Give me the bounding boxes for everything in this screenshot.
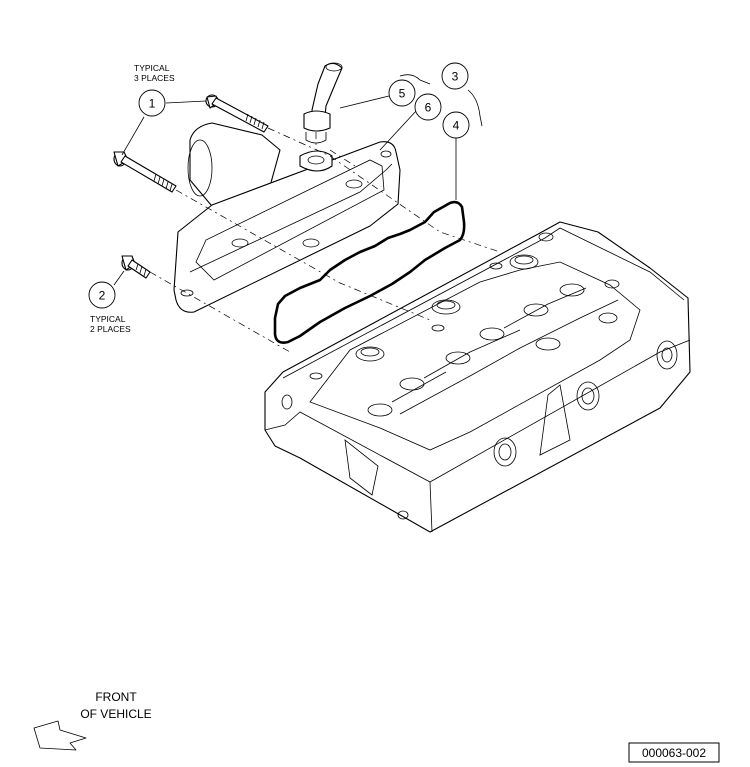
callout-1: 1 — [138, 89, 166, 117]
note-typical-2-line1: TYPICAL — [90, 314, 126, 324]
gasket — [273, 200, 466, 344]
callout-3-number: 3 — [452, 70, 459, 84]
cylinder-head — [264, 221, 691, 533]
note-typical-3-line2: 3 PLACES — [134, 73, 175, 83]
long-bolt-lower — [113, 151, 177, 193]
note-typical-2-line2: 2 PLACES — [90, 324, 131, 334]
thermostat-housing — [173, 122, 401, 313]
callout-5: 5 — [388, 79, 416, 107]
callout-3: 3 — [441, 62, 469, 90]
callout-5-number: 5 — [399, 87, 406, 101]
callout-4-number: 4 — [453, 119, 460, 133]
alignment-center-lines — [149, 127, 501, 353]
callout-1-number: 1 — [149, 97, 156, 111]
reference-number: 000063-002 — [642, 746, 706, 760]
hose-fitting — [303, 62, 343, 144]
callout-2: 2 — [88, 281, 116, 309]
long-bolt-upper — [205, 94, 269, 133]
short-bolt — [121, 255, 151, 279]
front-arrow-icon — [33, 720, 87, 751]
leader-lines — [113, 74, 483, 286]
callout-4: 4 — [442, 111, 470, 139]
front-label-line2: OF VEHICLE — [80, 707, 151, 721]
reference-number-box — [628, 742, 720, 763]
callout-2-number: 2 — [99, 289, 106, 303]
front-label-line1: FRONT — [95, 690, 137, 704]
callout-6: 6 — [414, 93, 442, 121]
callout-6-number: 6 — [425, 101, 432, 115]
note-typical-3-line1: TYPICAL — [134, 63, 170, 73]
